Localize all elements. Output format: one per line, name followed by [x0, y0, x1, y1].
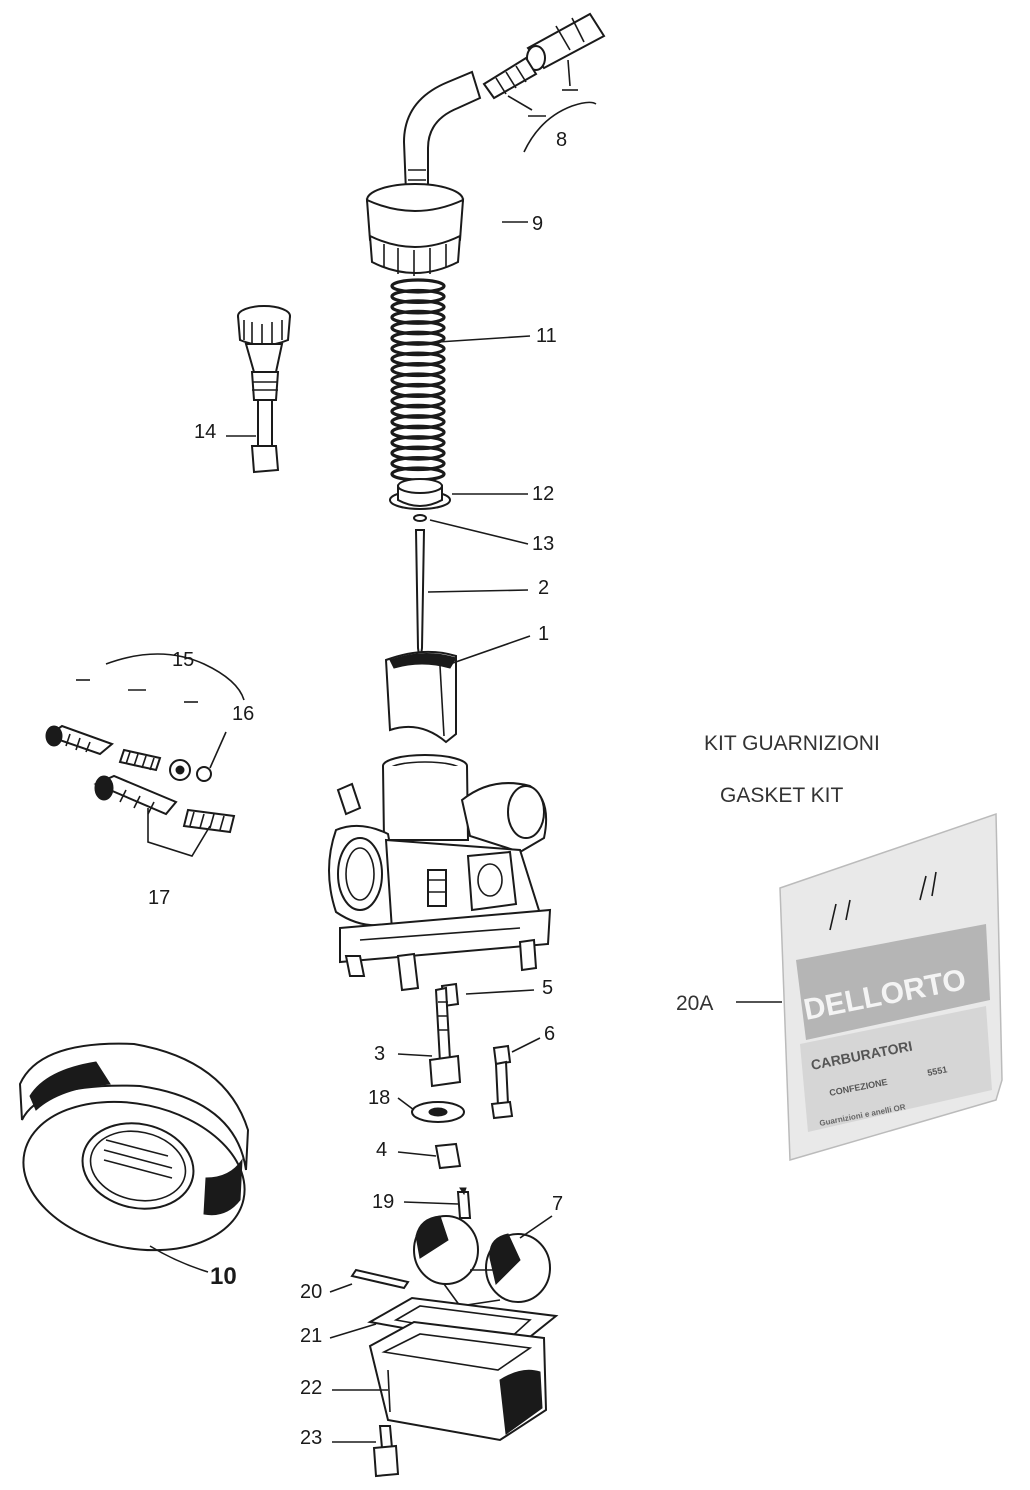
- label-21: 21: [300, 1325, 322, 1347]
- part-9-mixing-chamber-cap: [365, 70, 482, 276]
- carburetor-body: [328, 754, 552, 992]
- part-18-washer: [411, 1101, 465, 1123]
- label-18: 18: [368, 1087, 390, 1109]
- label-15: 15: [172, 649, 194, 671]
- label-4: 4: [376, 1139, 387, 1161]
- bag-code-text: 5551: [926, 1064, 948, 1078]
- label-2: 2: [538, 577, 549, 599]
- part-1-throttle-valve: [384, 650, 457, 744]
- label-11: 11: [536, 325, 557, 347]
- label-23: 23: [300, 1427, 322, 1449]
- label-9: 9: [532, 213, 543, 235]
- label-5: 5: [542, 977, 553, 999]
- label-7: 7: [552, 1193, 563, 1215]
- part-4-main-jet: [434, 1142, 462, 1170]
- kit-title-english: GASKET KIT: [720, 784, 843, 807]
- gasket-kit-bag: DELLORTO CARBURATORI CONFEZIONE 5551 Gua…: [779, 812, 1003, 1161]
- part-23-drain-screw: [372, 1425, 400, 1478]
- label-19: 19: [372, 1191, 394, 1213]
- part-13-needle-clip: [413, 514, 427, 522]
- part-7-float: [413, 1215, 551, 1307]
- kit-title-italian: KIT GUARNIZIONI: [704, 732, 880, 755]
- label-13: 13: [532, 533, 554, 555]
- part-8-cable-adjuster: [482, 12, 606, 153]
- part-19-float-needle: [456, 1187, 472, 1219]
- leader-lines: [149, 221, 553, 1443]
- label-16: 16: [232, 703, 254, 725]
- part-2-needle: [414, 529, 426, 663]
- label-22: 22: [300, 1377, 322, 1399]
- label-1: 1: [538, 623, 549, 645]
- part-6-screw: [490, 1044, 514, 1120]
- label-8: 8: [556, 129, 567, 151]
- label-6: 6: [544, 1023, 555, 1045]
- part-14-choke-plunger: [237, 305, 291, 474]
- part-22-float-bowl: [368, 1320, 548, 1442]
- kit-part-label: 20A: [676, 992, 713, 1015]
- part-11-throttle-spring: [390, 278, 446, 482]
- part-number-labels: 8 9 11 12 13 2 1 14 15 16 17 5 6 3 18 4 …: [148, 129, 567, 1449]
- label-3: 3: [374, 1043, 385, 1065]
- label-10: 10: [210, 1263, 237, 1290]
- label-12: 12: [532, 483, 554, 505]
- part-20-float-pin: [350, 1268, 410, 1290]
- label-20: 20: [300, 1281, 322, 1303]
- label-17: 17: [148, 887, 170, 909]
- label-14: 14: [194, 421, 216, 443]
- part-15-16-17-screws: [45, 653, 245, 857]
- part-10-air-filter: [18, 1042, 250, 1252]
- part-3-nozzle: [428, 986, 462, 1088]
- part-12-spring-seat: [389, 478, 451, 510]
